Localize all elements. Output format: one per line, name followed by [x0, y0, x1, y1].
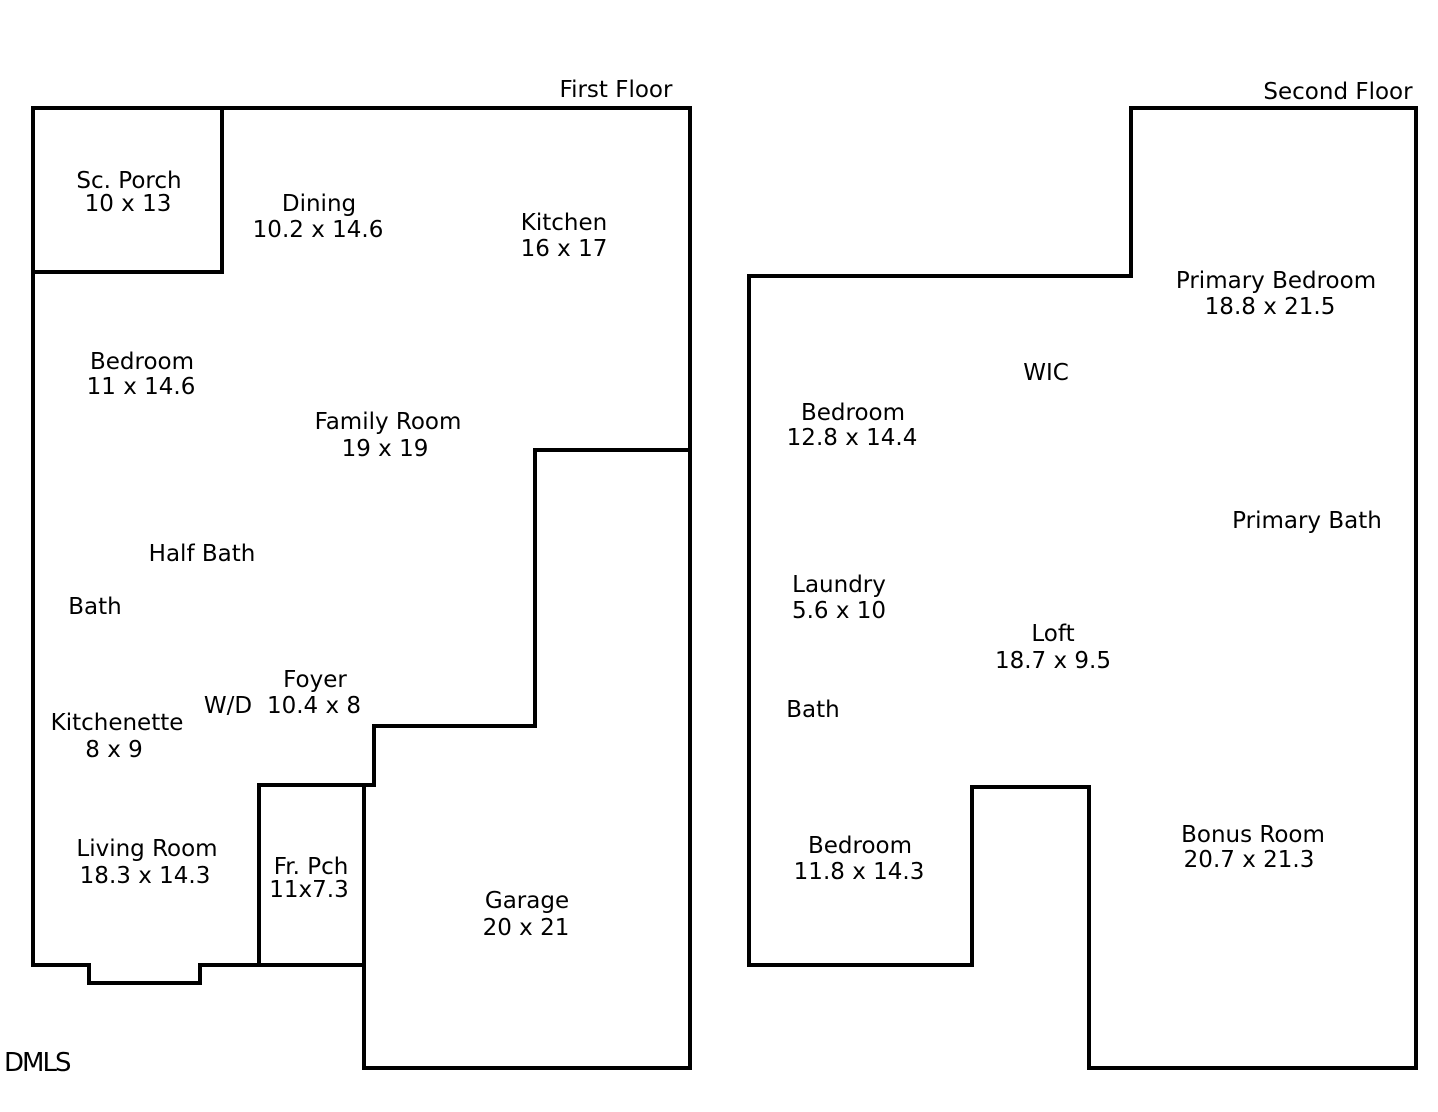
second-floor-outline: [747, 106, 1418, 1070]
room-label-primary-bedroom: Primary Bedroom: [1176, 268, 1376, 294]
room-dims-dining: 10.2 x 14.6: [253, 217, 384, 243]
first-floor-walls: [31, 106, 692, 1070]
room-label-wd: W/D: [204, 693, 252, 719]
room-dims-garage: 20 x 21: [483, 915, 570, 941]
room-label-bath-first: Bath: [68, 594, 121, 620]
room-label-front-porch: Fr. Pch: [274, 854, 349, 880]
front-porch-wall: [257, 783, 376, 967]
first-floor-outline: [31, 106, 692, 1070]
room-dims-family-room: 19 x 19: [342, 436, 429, 462]
room-dims-kitchen: 16 x 17: [521, 236, 608, 262]
room-label-family-room: Family Room: [315, 409, 462, 435]
room-label-garage: Garage: [485, 888, 569, 914]
room-label-kitchenette: Kitchenette: [51, 710, 184, 736]
first-floor-title: First Floor: [560, 77, 673, 103]
room-label-bedroom-first: Bedroom: [90, 349, 194, 375]
room-dims-front-porch: 11x7.3: [269, 877, 348, 903]
room-label-dining: Dining: [282, 191, 356, 217]
room-label-primary-bath: Primary Bath: [1232, 508, 1382, 534]
room-label-bonus-room: Bonus Room: [1181, 822, 1325, 848]
room-label-foyer: Foyer: [283, 667, 347, 693]
room-label-wic: WIC: [1023, 360, 1069, 386]
room-dims-kitchenette: 8 x 9: [85, 737, 143, 763]
room-dims-bedroom-second-a: 12.8 x 14.4: [787, 425, 918, 451]
room-dims-living-room: 18.3 x 14.3: [80, 863, 211, 889]
room-label-half-bath: Half Bath: [149, 541, 256, 567]
room-label-loft: Loft: [1031, 621, 1074, 647]
room-dims-foyer: 10.4 x 8: [267, 693, 361, 719]
room-label-bedroom-second-a: Bedroom: [801, 400, 905, 426]
room-label-sc-porch: Sc. Porch: [76, 168, 181, 194]
room-dims-primary-bedroom: 18.8 x 21.5: [1205, 294, 1336, 320]
room-label-bath-second: Bath: [786, 697, 839, 723]
sc-porch-wall: [31, 106, 224, 274]
second-floor-title: Second Floor: [1263, 79, 1413, 105]
room-dims-loft: 18.7 x 9.5: [995, 648, 1111, 674]
room-label-living-room: Living Room: [76, 836, 217, 862]
dmls-watermark: DMLS: [4, 1048, 71, 1078]
room-dims-bedroom-first: 11 x 14.6: [87, 374, 196, 400]
second-floor-walls: [747, 106, 1418, 1070]
room-label-bedroom-second-b: Bedroom: [808, 833, 912, 859]
garage-wall: [362, 448, 692, 1070]
room-dims-laundry: 5.6 x 10: [792, 598, 886, 624]
room-dims-sc-porch: 10 x 13: [85, 191, 172, 217]
room-label-kitchen: Kitchen: [521, 210, 607, 236]
room-dims-bedroom-second-b: 11.8 x 14.3: [794, 859, 925, 885]
room-dims-bonus-room: 20.7 x 21.3: [1184, 847, 1315, 873]
room-label-laundry: Laundry: [792, 572, 886, 598]
